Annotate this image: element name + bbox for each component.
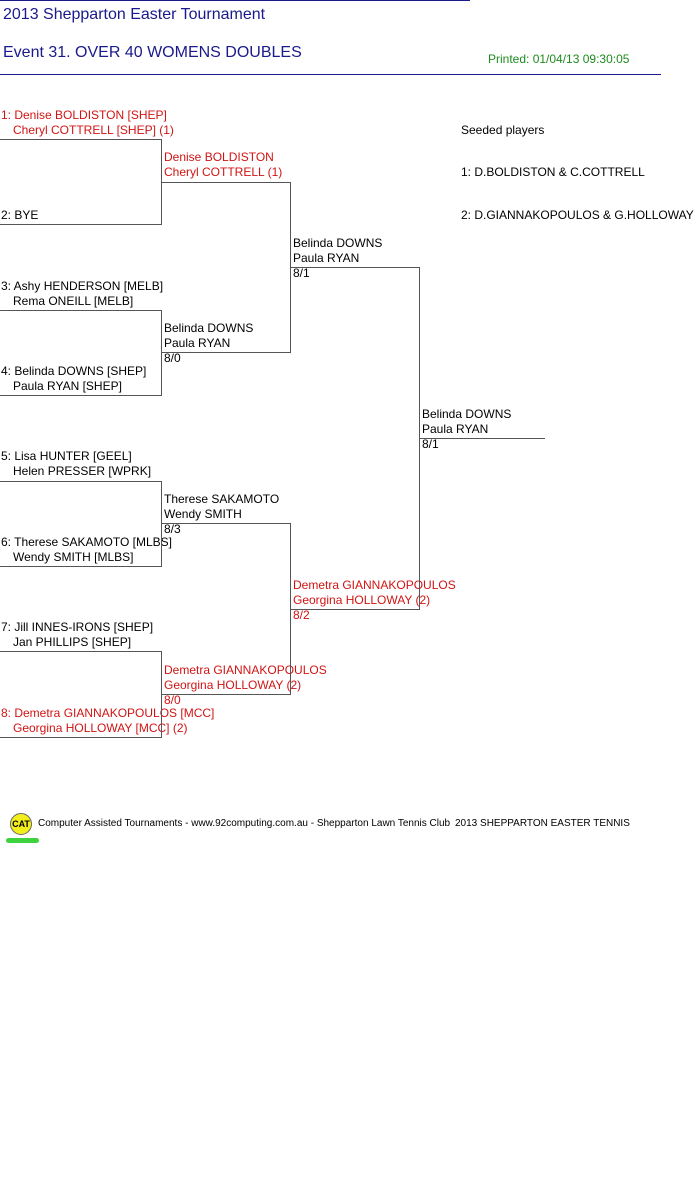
tournament-title: 2013 Shepparton Easter Tournament: [3, 6, 266, 23]
bracket-line: [161, 651, 162, 738]
printed-timestamp: Printed: 01/04/13 09:30:05: [488, 52, 630, 66]
bracket-line: [419, 267, 420, 610]
seed-1: 1: D.BOLDISTON & C.COTTRELL: [461, 165, 645, 179]
bracket-line: [291, 609, 420, 610]
seeded-heading: Seeded players: [461, 123, 545, 137]
entry-7-line1: 7: Jill INNES-IRONS [SHEP]: [1, 620, 154, 634]
bracket-line: [162, 523, 291, 524]
entry-6-line2: Wendy SMITH [MLBS]: [13, 550, 134, 564]
r3-match-1-score: 8/1: [293, 266, 310, 280]
seed-2: 2: D.GIANNAKOPOULOS & G.HOLLOWAY: [461, 208, 694, 222]
r2-match-4: Demetra GIANNAKOPOULOS Georgina HOLLOWAY…: [164, 663, 327, 708]
final-winner: Belinda DOWNS Paula RYAN 8/1: [422, 407, 511, 452]
footer-event-name: 2013 SHEPPARTON EASTER TENNIS: [455, 818, 630, 829]
bracket-line: [0, 310, 162, 311]
r2-match-4-line1: Demetra GIANNAKOPOULOS: [164, 663, 327, 677]
r2-match-1-line1: Denise BOLDISTON: [164, 150, 274, 164]
event-title: Event 31. OVER 40 WOMENS DOUBLES: [3, 44, 302, 61]
bracket-line: [0, 139, 162, 140]
bracket-line: [0, 481, 162, 482]
bracket-line: [162, 352, 291, 353]
r2-match-3-line1: Therese SAKAMOTO: [164, 492, 280, 506]
entry-8: 8: Demetra GIANNAKOPOULOS [MCC] Georgina…: [1, 706, 214, 736]
bracket-line: [0, 737, 162, 738]
logo-underline: [6, 838, 39, 843]
entry-1-line1: 1: Denise BOLDISTON [SHEP]: [1, 108, 167, 122]
r2-match-3-score: 8/3: [164, 522, 181, 536]
r2-match-3: Therese SAKAMOTO Wendy SMITH 8/3: [164, 492, 279, 537]
bracket-line: [162, 182, 291, 183]
entry-3: 3: Ashy HENDERSON [MELB] Rema ONEILL [ME…: [1, 279, 163, 309]
r3-match-1-line1: Belinda DOWNS: [293, 236, 383, 250]
bracket-line: [0, 224, 162, 225]
final-winner-line2: Paula RYAN: [422, 422, 489, 436]
entry-5: 5: Lisa HUNTER [GEEL] Helen PRESSER [WPR…: [1, 449, 151, 479]
entry-6: 6: Therese SAKAMOTO [MLBS] Wendy SMITH […: [1, 535, 172, 565]
r2-match-1: Denise BOLDISTON Cheryl COTTRELL (1): [164, 150, 282, 180]
entry-3-line2: Rema ONEILL [MELB]: [13, 294, 134, 308]
entry-2: 2: BYE: [1, 208, 38, 223]
r2-match-2-line1: Belinda DOWNS: [164, 321, 254, 335]
r3-match-2: Demetra GIANNAKOPOULOS Georgina HOLLOWAY…: [293, 578, 456, 623]
bracket-line: [162, 694, 291, 695]
bracket-line: [0, 566, 162, 567]
r3-match-1-line2: Paula RYAN: [293, 251, 360, 265]
entry-8-line2: Georgina HOLLOWAY [MCC] (2): [13, 721, 188, 735]
bracket-line: [420, 438, 545, 439]
bracket-line: [0, 395, 162, 396]
entry-4: 4: Belinda DOWNS [SHEP] Paula RYAN [SHEP…: [1, 364, 146, 394]
r2-match-2-line2: Paula RYAN: [164, 336, 231, 350]
entry-1: 1: Denise BOLDISTON [SHEP] Cheryl COTTRE…: [1, 108, 174, 138]
bracket-line: [290, 182, 291, 353]
entry-8-line1: 8: Demetra GIANNAKOPOULOS [MCC]: [1, 706, 215, 720]
cat-logo: CAT: [10, 813, 32, 835]
top-rule: [0, 0, 470, 1]
final-winner-line1: Belinda DOWNS: [422, 407, 512, 421]
bracket-line: [161, 481, 162, 567]
r3-match-2-line2: Georgina HOLLOWAY (2): [293, 593, 431, 607]
r3-match-2-line1: Demetra GIANNAKOPOULOS: [293, 578, 456, 592]
entry-1-line2: Cheryl COTTRELL [SHEP] (1): [13, 123, 174, 137]
bracket-line: [291, 267, 420, 268]
r2-match-3-line2: Wendy SMITH: [164, 507, 242, 521]
entry-7: 7: Jill INNES-IRONS [SHEP] Jan PHILLIPS …: [1, 620, 153, 650]
entry-4-line1: 4: Belinda DOWNS [SHEP]: [1, 364, 147, 378]
r2-match-4-score: 8/0: [164, 693, 181, 707]
entry-3-line1: 3: Ashy HENDERSON [MELB]: [1, 279, 164, 293]
bracket-line: [161, 310, 162, 396]
entry-5-line1: 5: Lisa HUNTER [GEEL]: [1, 449, 132, 463]
entry-5-line2: Helen PRESSER [WPRK]: [13, 464, 152, 478]
r2-match-2: Belinda DOWNS Paula RYAN 8/0: [164, 321, 253, 366]
r3-match-1: Belinda DOWNS Paula RYAN 8/1: [293, 236, 382, 281]
footer-credit: Computer Assisted Tournaments - www.92co…: [38, 818, 451, 829]
r2-match-1-line2: Cheryl COTTRELL (1): [164, 165, 283, 179]
r2-match-4-line2: Georgina HOLLOWAY (2): [164, 678, 302, 692]
r2-match-2-score: 8/0: [164, 351, 181, 365]
bracket-line: [0, 651, 162, 652]
entry-7-line2: Jan PHILLIPS [SHEP]: [13, 635, 132, 649]
entry-6-line1: 6: Therese SAKAMOTO [MLBS]: [1, 535, 172, 549]
final-winner-score: 8/1: [422, 437, 439, 451]
bracket-line: [161, 139, 162, 225]
bracket-line: [290, 523, 291, 695]
entry-4-line2: Paula RYAN [SHEP]: [13, 379, 122, 393]
entry-2-line1: 2: BYE: [1, 208, 39, 222]
r3-match-2-score: 8/2: [293, 608, 310, 622]
header-rule: [0, 74, 661, 75]
